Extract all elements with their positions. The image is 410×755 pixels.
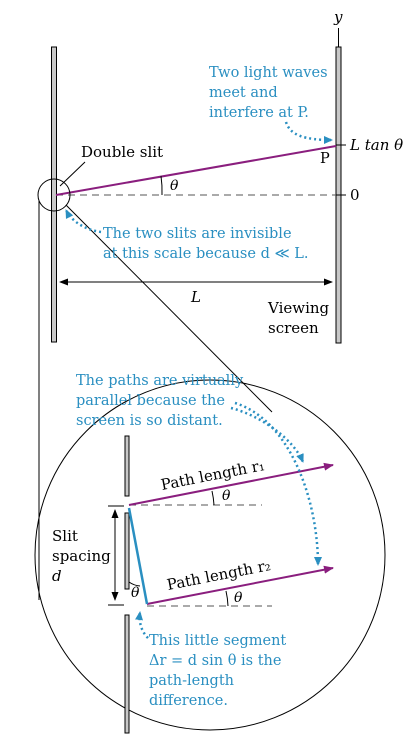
parallel-note: The paths are virtually parallel because… [76,373,248,429]
distance-l-label: L [190,288,201,306]
viewing-screen-label-line1: Viewing [267,299,330,317]
viewing-screen-label-line2: screen [268,319,319,337]
parallel-note-line3: screen is so distant. [76,413,223,429]
invisible-note-line2: at this scale because d ≪ L. [103,246,309,262]
slit-barrier [51,46,57,343]
light-waves-note-line2: meet and [209,85,278,101]
segment-note-line1: This little segment [149,633,286,649]
segment-note-line2: Δr = d sin θ is the [149,653,281,669]
path-r2-label: Path length r₂ [165,556,272,594]
parallel-arrow-r1 [230,406,305,463]
theta-label-top: θ [170,178,179,194]
magnify-circle-small [37,178,71,212]
segment-note-line3: path-length [149,673,234,689]
barrier-middle-segment [124,512,130,590]
invisible-note: The two slits are invisible at this scal… [103,226,309,262]
point-p-label: P [320,151,330,167]
double-slit-pointer [59,161,86,187]
invisible-note-line1: The two slits are invisible [103,226,292,242]
slit-spacing-label: Slit spacing [52,527,111,565]
barrier-bottom-segment [124,614,130,734]
zero-label: 0 [350,186,360,204]
light-waves-note-line3: interfere at P. [209,105,309,121]
ray-to-p [55,145,337,196]
theta-arc-top [160,175,163,196]
slit-spacing-line1: Slit [52,527,78,545]
l-tan-theta-label: L tan θ [349,136,403,154]
magnify-circle-large [34,379,386,731]
light-waves-note-line1: Two light waves [209,65,328,81]
path-r1-ray [128,462,334,506]
segment-note: This little segment Δr = d sin θ is the … [149,633,291,709]
theta-arc-segment [128,581,141,587]
path-r2-ray [146,565,334,605]
parallel-note-line1: The paths are virtually [76,373,244,389]
invisible-arrow [64,209,102,234]
theta-label-segment: θ [131,585,140,601]
double-slit-label: Double slit [81,143,163,161]
parallel-note-line2: parallel because the [76,393,225,409]
theta-arc-r1 [211,490,215,506]
parallel-arrow-r2 [234,401,322,566]
barrier-top-segment [124,435,130,497]
viewing-screen-label: Viewing screen [267,299,334,337]
light-waves-note: Two light waves meet and interfere at P. [209,65,332,121]
segment-arrow [135,611,149,639]
light-waves-arrow [284,121,333,144]
theta-arc-r2 [225,590,229,607]
theta-label-r1: θ [222,488,231,504]
theta-label-r2: θ [234,590,243,606]
path-difference-segment [127,507,149,605]
zoom-line-right [65,204,273,413]
segment-note-line4: difference. [149,693,228,709]
slit-spacing-d: d [52,567,62,585]
y-axis-label: y [333,8,343,26]
slit-spacing-line2: spacing [52,547,111,565]
